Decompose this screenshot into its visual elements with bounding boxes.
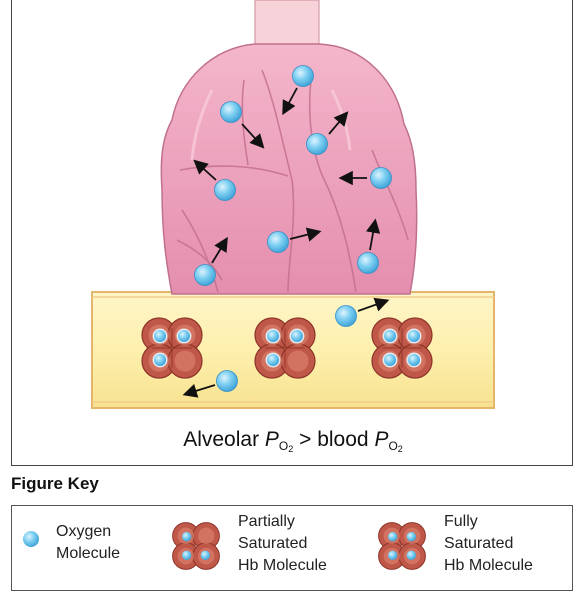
diffusion-arrow [282, 87, 298, 116]
bound-oxygen [387, 550, 398, 561]
diffusion-arrow [182, 383, 216, 398]
bound-oxygen [387, 531, 398, 542]
bound-oxygen [406, 531, 417, 542]
oxygen-molecule [357, 252, 379, 274]
gas-exchange-illustration [91, 0, 495, 409]
diffusion-arrow [357, 297, 390, 312]
oxygen-molecule [220, 101, 242, 123]
caption-comparator: > blood [293, 428, 375, 451]
key-full-line3: Hb Molecule [444, 557, 533, 574]
key-full-line2: Saturated [444, 535, 514, 552]
bound-oxygen [154, 330, 167, 343]
oxygen-molecule [292, 65, 314, 87]
oxygen-molecule [216, 370, 238, 392]
key-full-line1: Fully [444, 513, 478, 530]
caption-sub-digit: 2 [288, 444, 294, 454]
diffusion-arrow [289, 227, 322, 242]
bound-oxygen [267, 353, 280, 366]
bound-oxygen [267, 330, 280, 343]
oxygen-molecule [370, 167, 392, 189]
oxygen-molecule [267, 231, 289, 253]
key-partial-hb-icon [172, 522, 220, 570]
bound-oxygen [384, 353, 397, 366]
key-oxygen-label: Oxygen Molecule [56, 521, 120, 565]
diffusion-arrow [241, 123, 265, 149]
key-oxygen-icon [23, 531, 39, 547]
oxygen-molecule [306, 133, 328, 155]
key-partial-line1: Partially [238, 513, 295, 530]
key-hb [378, 522, 426, 570]
diffusion-arrow [328, 111, 349, 135]
bound-oxygen [154, 353, 167, 366]
hb-subunit-highlight [174, 350, 196, 372]
caption-sub-letter-2: O [388, 439, 398, 453]
oxygen-group [182, 65, 392, 398]
key-partial-line3: Hb Molecule [238, 557, 327, 574]
diagram-panel: Alveolar PO2 > blood PO2 [11, 0, 573, 466]
oxygen-molecule [214, 179, 236, 201]
bound-oxygen [407, 330, 420, 343]
key-partial-line2: Saturated [238, 535, 308, 552]
bound-oxygen [407, 353, 420, 366]
hemoglobin-partial-2 [254, 317, 316, 379]
alveolus-folds [176, 69, 409, 293]
hb-subunit-highlight [197, 527, 215, 545]
bound-oxygen [200, 550, 211, 561]
diffusion-arrow [211, 236, 228, 264]
hb-seam [152, 328, 192, 368]
key-oxygen-line2: Molecule [56, 545, 121, 562]
hb-subunit-highlight [287, 350, 309, 372]
bound-oxygen [181, 531, 192, 542]
key-partial-label: Partially Saturated Hb Molecule [238, 511, 327, 577]
diffusion-arrow [193, 159, 217, 181]
caption-p-symbol: P [264, 428, 279, 451]
figure-key: Oxygen Molecule Partially Saturated Hb M… [11, 505, 573, 591]
key-full-label: Fully Saturated Hb Molecule [444, 511, 533, 577]
caption-p-symbol-2: P [374, 428, 389, 451]
bound-oxygen [384, 330, 397, 343]
caption-prefix: Alveolar [183, 428, 260, 451]
hemoglobin-group [141, 317, 433, 379]
bound-oxygen [177, 330, 190, 343]
caption-sub-digit-2: 2 [397, 444, 403, 454]
caption-subscript-2: O2 [388, 439, 403, 454]
caption-sub-letter: O [278, 439, 289, 453]
key-oxygen-line1: Oxygen [56, 523, 112, 540]
caption: Alveolar PO2 > blood PO2 [12, 428, 574, 454]
hemoglobin-partial-1 [141, 317, 203, 379]
caption-subscript: O2 [278, 439, 294, 454]
bound-oxygen [406, 550, 417, 561]
figure-key-title: Figure Key [11, 474, 99, 493]
hb-seam [382, 328, 422, 368]
hemoglobin-full [371, 317, 433, 379]
bound-oxygen [181, 550, 192, 561]
diffusion-arrow [366, 218, 381, 251]
oxygen-molecule [335, 305, 357, 327]
key-hb [172, 522, 220, 570]
key-full-hb-icon [378, 522, 426, 570]
oxygen-molecule [194, 264, 216, 286]
bound-oxygen [290, 330, 303, 343]
hb-seam [265, 328, 305, 368]
